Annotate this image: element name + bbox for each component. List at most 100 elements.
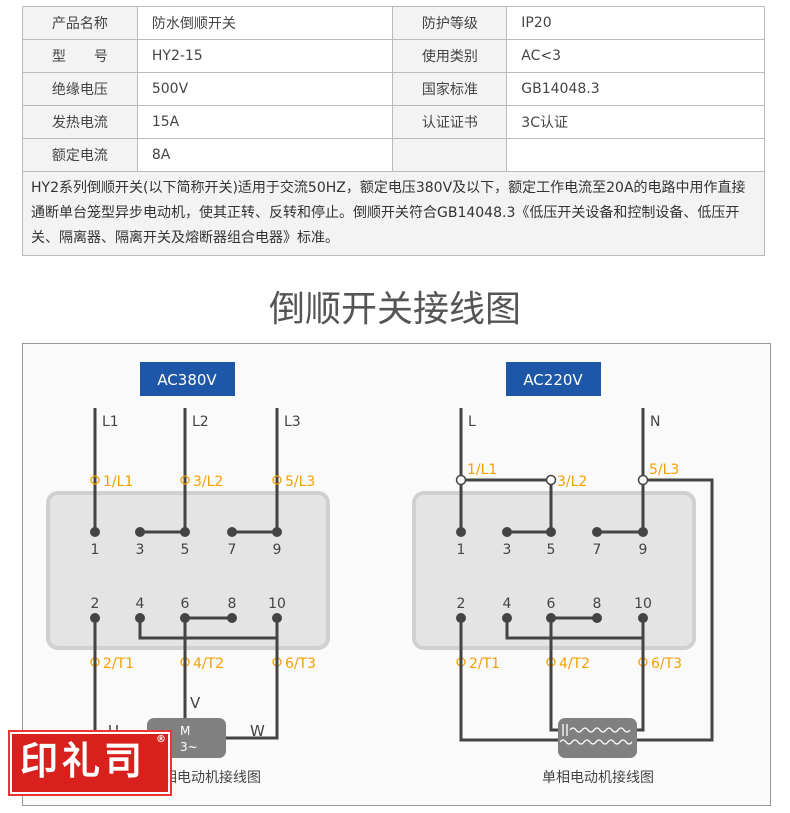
spec-value: AC<3 [506,39,765,73]
input-terminal-label: 1/L1 [103,474,133,490]
motor-caption: 三相电动机接线图 [149,769,261,786]
terminal-dot [502,527,512,537]
spec-value [506,138,765,172]
output-terminal-label: 6/T3 [285,656,316,672]
terminal-ring [455,474,467,486]
diagram-title: 倒顺开关接线图 [268,289,521,330]
spec-value: 15A [136,105,394,139]
terminal-number: 5 [181,542,190,558]
terminal-number: 6 [547,596,556,612]
voltage-label: AC380V [157,371,217,389]
terminal-ring [637,474,649,486]
terminal-number: 1 [457,542,466,558]
spec-label [392,138,508,172]
terminal-dot [135,613,145,623]
brand-logo: 印礼司 ® [8,730,172,796]
voltage-badge [140,362,235,396]
terminal-number: 2 [91,596,100,612]
terminal-number: 8 [593,596,602,612]
spec-label: 认证证书 [392,105,508,139]
voltage-badge [506,362,601,396]
terminal-number: 6 [181,596,190,612]
spec-label: 绝缘电压 [22,72,138,106]
terminal-number: 3 [503,542,512,558]
spec-label: 产品名称 [22,6,138,40]
terminal-dot [135,527,145,537]
output-terminal-label: 4/T2 [193,656,224,672]
terminal-number: 2 [457,596,466,612]
terminal-dot [227,527,237,537]
terminal-number: 8 [228,596,237,612]
output-terminal-label: 6/T3 [651,656,682,672]
terminal-number: 4 [503,596,512,612]
logo-text: 印礼司 [20,738,147,783]
terminal-number: 10 [268,596,286,612]
spec-label: 国家标准 [392,72,508,106]
motor-label: 3~ [180,740,198,754]
terminal-number: 7 [593,542,602,558]
phase-label: V [190,694,201,712]
wire [138,618,277,640]
single-phase-motor [558,718,637,758]
input-terminal-label: 5/L3 [285,474,315,490]
terminal-number: 4 [136,596,145,612]
terminal-number: 5 [547,542,556,558]
terminal-ring [545,474,557,486]
spec-label: 额定电流 [22,138,138,172]
spec-value: HY2-15 [136,39,394,73]
terminal-ring [90,475,100,485]
input-terminal-label: 5/L3 [649,462,679,478]
line-label: L [468,414,476,430]
terminal-number: 9 [273,542,282,558]
wire [637,618,645,732]
spec-value: 3C认证 [506,105,765,139]
terminal-number: 10 [634,596,652,612]
terminal-number: 9 [639,542,648,558]
terminal-ring [272,475,282,485]
terminal-dot [227,613,237,623]
spec-value: 500V [136,72,394,106]
spec-value: IP20 [506,6,765,40]
spec-value: 防水倒顺开关 [136,6,394,40]
motor-label: M [180,724,190,738]
spec-label: 防护等级 [392,6,508,40]
line-label: L1 [102,414,119,430]
terminal-dot [592,613,602,623]
line-label: N [650,414,660,430]
wire [459,618,558,742]
terminal-number: 1 [91,542,100,558]
voltage-label: AC220V [523,371,583,389]
wire [549,618,560,732]
registered-mark: ® [156,734,166,745]
wire [637,478,714,742]
spec-value: 8A [136,138,394,172]
terminal-number: 7 [228,542,237,558]
spec-label: 发热电流 [22,105,138,139]
input-terminal-label: 1/L1 [467,462,497,478]
spec-label: 型 号 [22,39,138,73]
terminal-ring [180,475,190,485]
description: HY2系列倒顺开关(以下简称开关)适用于交流50HZ，额定电压380V及以下，额… [22,171,765,256]
line-label: L3 [284,414,301,430]
coil-symbol [559,724,633,745]
motor-caption: 单相电动机接线图 [542,769,654,786]
terminal-dot [592,527,602,537]
switch-body [412,491,696,650]
switch-body [46,491,330,650]
phase-label: W [250,722,265,740]
output-terminal-label: 4/T2 [559,656,590,672]
spec-value: GB14048.3 [506,72,765,106]
description-row: HY2系列倒顺开关(以下简称开关)适用于交流50HZ，额定电压380V及以下，额… [22,171,765,256]
output-terminal-label: 2/T1 [103,656,134,672]
input-terminal-label: 3/L2 [557,474,587,490]
input-terminal-label: 3/L2 [193,474,223,490]
terminal-dot [502,613,512,623]
wire [226,618,279,740]
